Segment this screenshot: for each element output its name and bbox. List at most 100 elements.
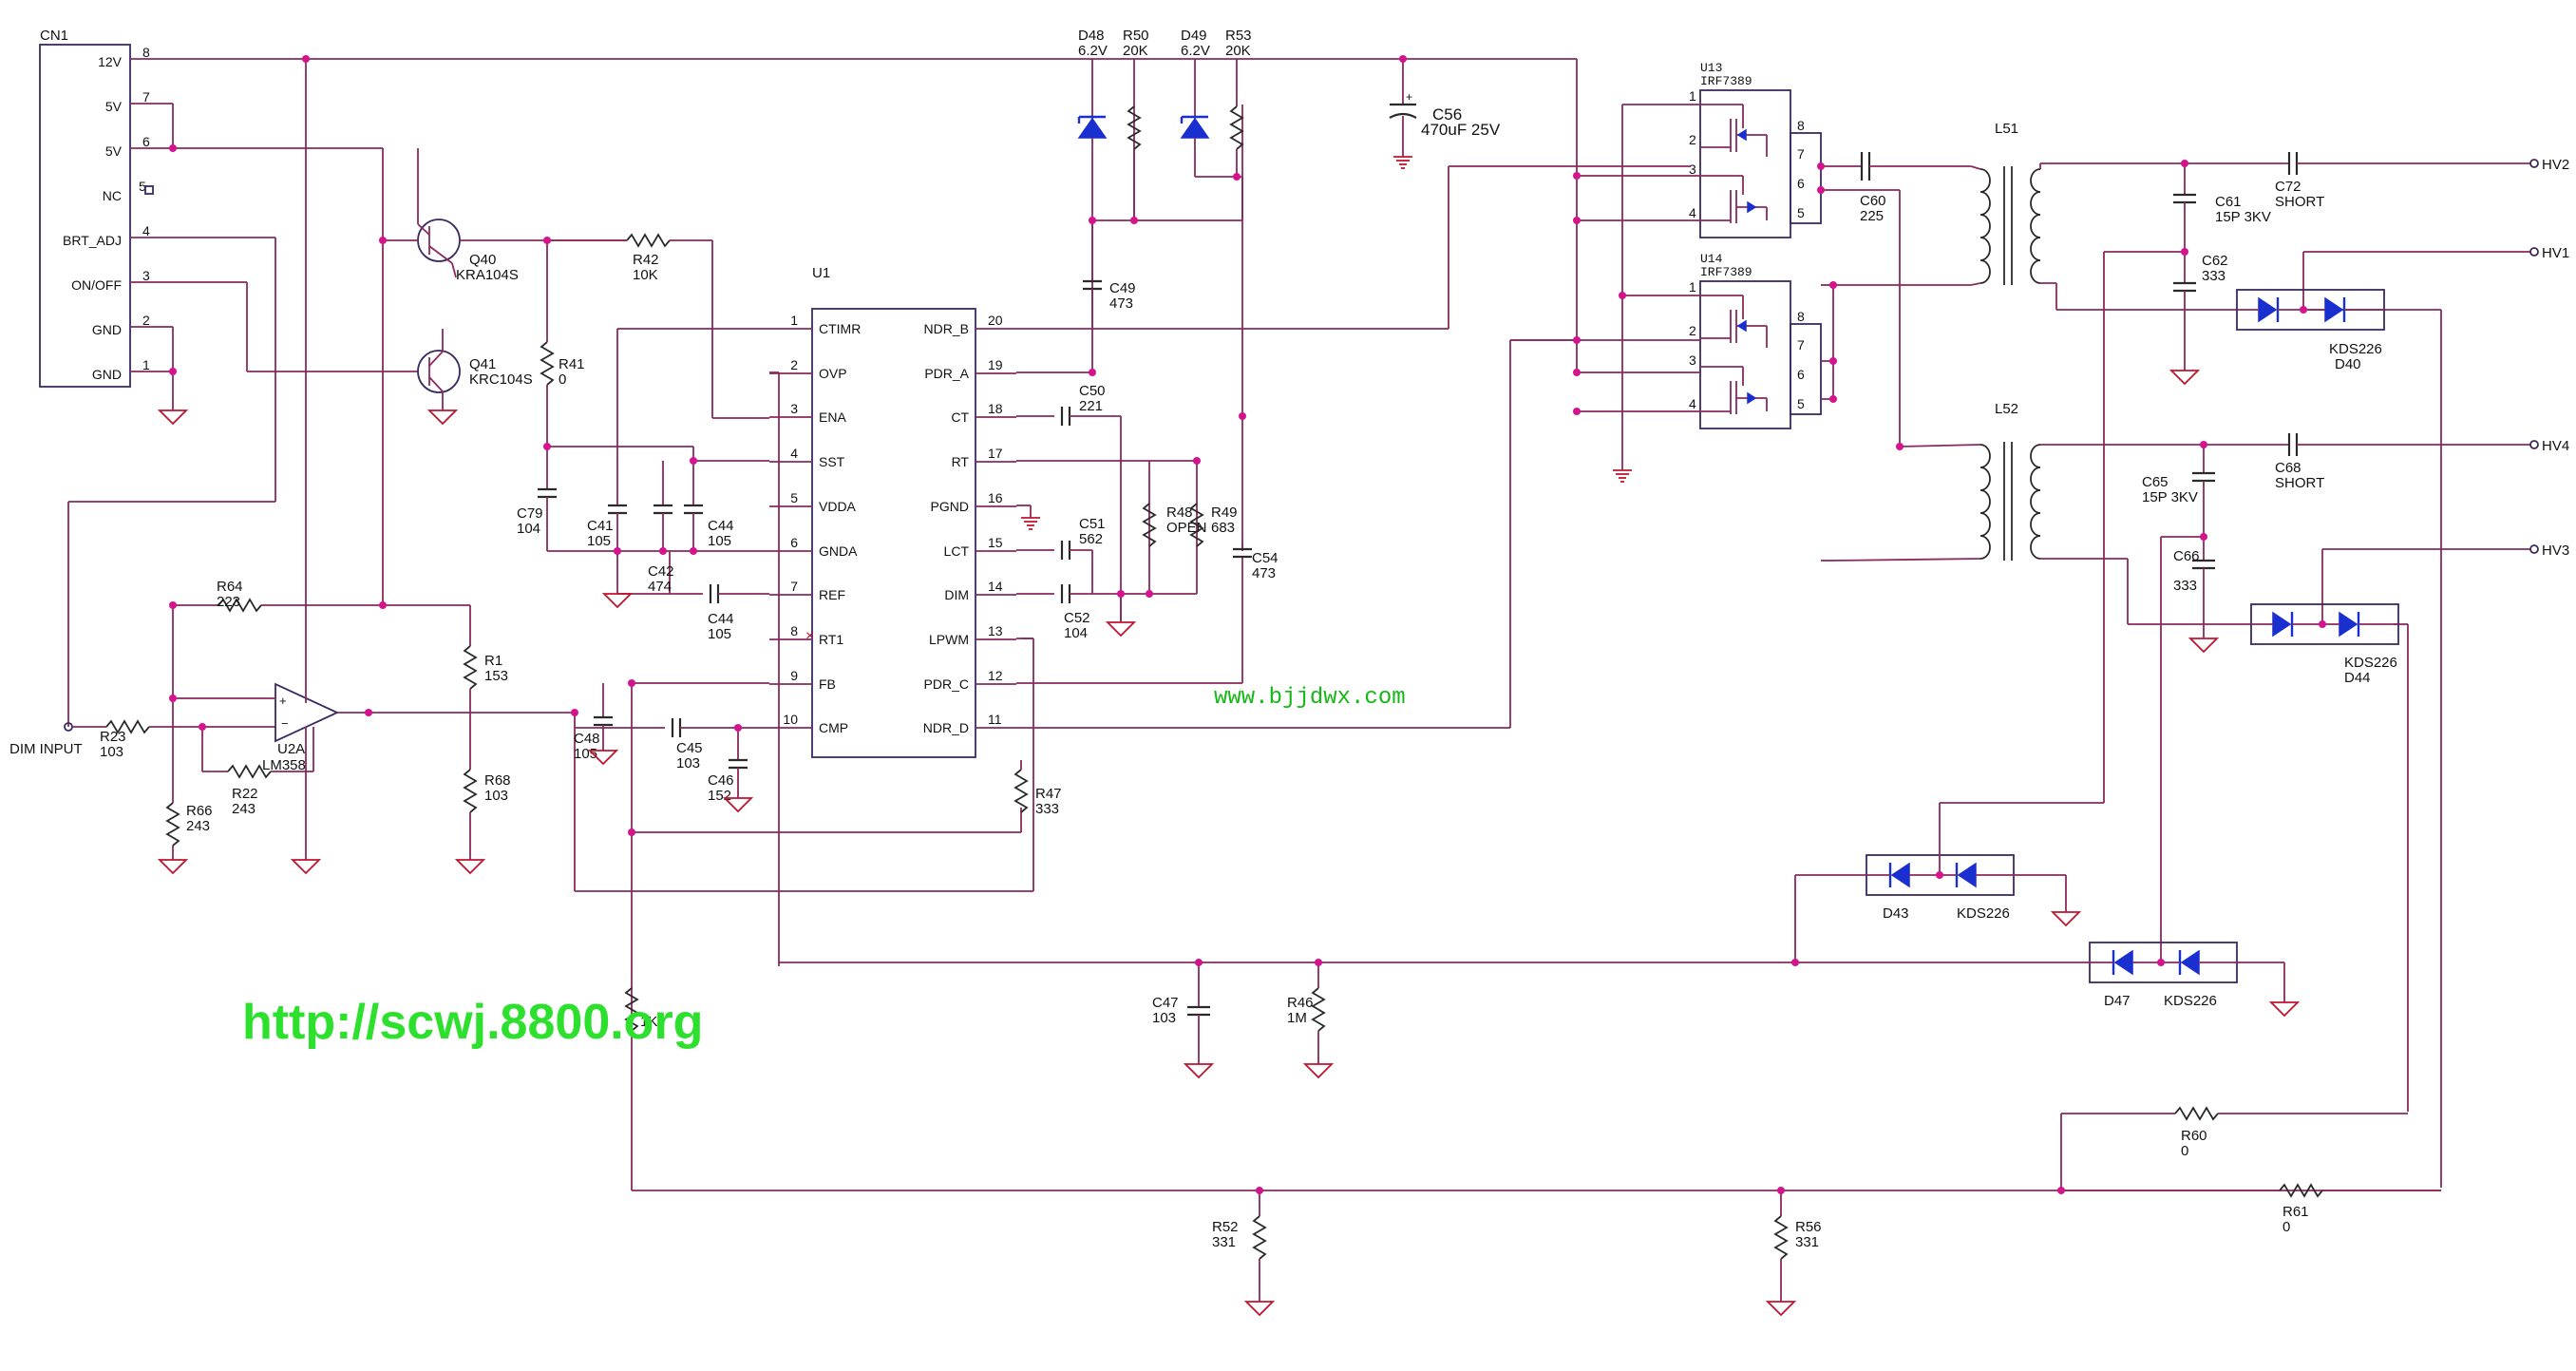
junction-dot: [2200, 441, 2207, 448]
r53-ref: R53: [1225, 28, 1252, 44]
ground-icon: [2188, 638, 2220, 654]
cn1-pin-4-num: 4: [142, 223, 150, 238]
c51-value: 562: [1079, 531, 1103, 547]
junction-dot: [690, 547, 697, 555]
junction-dot: [1573, 172, 1581, 180]
u1-left-pin-num: 7: [790, 579, 798, 594]
ground-icon: [1105, 621, 1137, 638]
junction-dot: [1573, 408, 1581, 415]
junction-dot: [1573, 369, 1581, 376]
d44-part: KDS226: [2344, 655, 2397, 671]
hv1-terminal[interactable]: [2529, 247, 2539, 257]
hv4-terminal[interactable]: [2529, 440, 2539, 449]
u1-right-pin-name: CT: [951, 409, 969, 425]
u13-pin3: 3: [1689, 162, 1696, 177]
junction-dot: [1791, 959, 1799, 966]
r52-ref: R52: [1212, 1219, 1239, 1235]
cn1-pin-6-name: 5V: [105, 143, 123, 159]
u1-right-pin-name: PDR_C: [924, 676, 969, 692]
resistor-r47: R47 333: [1013, 638, 1062, 891]
u1-left-pins: 1CTIMR2OVP3ENA4SST5VDDA6GNDA7REF8RT19FB1…: [769, 313, 861, 735]
u13-pin4: 4: [1689, 205, 1696, 220]
watermark-small: www.bjjdwx.com: [1214, 685, 1406, 711]
capacitor-c49: C49 473: [1083, 220, 1136, 329]
r22-ref: R22: [232, 786, 258, 802]
c52-value: 104: [1064, 625, 1088, 641]
c66-value: 333: [2173, 578, 2197, 594]
u1-left-pin-num: 5: [790, 490, 798, 505]
c56-plus-icon: +: [1406, 90, 1412, 104]
u1-left-pin-name: VDDA: [819, 499, 857, 514]
r66-value: 243: [186, 818, 210, 834]
c52-ref: C52: [1064, 610, 1090, 626]
opamp-plus-icon: +: [279, 694, 287, 708]
c72-value: SHORT: [2275, 194, 2324, 210]
junction-dot: [543, 237, 551, 244]
c79-ref: C79: [517, 505, 543, 522]
junction-dot: [2319, 620, 2326, 628]
u1-left-pin-num: 1: [790, 313, 798, 328]
u1-right-pin-name: DIM: [944, 587, 969, 602]
r23-value: 103: [100, 744, 123, 760]
u1-left-pin-num: 4: [790, 446, 798, 461]
q41-ref: Q41: [469, 356, 496, 372]
r66-ref: R66: [186, 803, 213, 819]
u1-right-pin-num: 20: [988, 313, 1003, 328]
ground-icon: [157, 859, 189, 875]
junction-dot: [628, 679, 635, 687]
junction-dot: [1089, 369, 1096, 376]
u1-left-pin-name: SST: [819, 454, 845, 469]
junction-dot: [1817, 186, 1825, 194]
u13-pin1: 1: [1689, 88, 1696, 104]
u1-left-pin-name: CMP: [819, 720, 848, 735]
u14-pin2: 2: [1689, 323, 1696, 338]
ground-icon: [454, 859, 486, 875]
junction-dot: [1256, 1187, 1263, 1194]
resistor-r53: R53 20K: [1225, 28, 1252, 177]
c54-ref: C54: [1252, 550, 1279, 566]
junction-dot: [2300, 306, 2307, 314]
junction-dot: [659, 547, 667, 555]
feedback-labels: C47 103 R46 1M R60 0 R61 0 R52 331 R56 3…: [1152, 995, 2309, 1250]
ground-icon: [601, 593, 634, 609]
cn1-pin-5-name: NC: [103, 188, 122, 203]
junction-dot: [365, 709, 372, 716]
watermark-large: http://scwj.8800.org: [242, 995, 703, 1050]
u14-pin5: 5: [1797, 396, 1805, 411]
u14-pin7: 7: [1797, 337, 1805, 352]
ground-icon: [587, 750, 619, 766]
r53-value: 20K: [1225, 43, 1251, 59]
nc-marker-icon: [144, 185, 154, 195]
c66-ref: C66: [2173, 548, 2200, 564]
junction-dot: [1619, 292, 1626, 299]
ground-icon: [1302, 1063, 1335, 1079]
junction-dot: [1130, 217, 1138, 224]
r60-ref: R60: [2181, 1128, 2207, 1144]
u1-left-pin-num: 3: [790, 401, 798, 416]
r50-ref: R50: [1123, 28, 1149, 44]
u13-pin5: 5: [1797, 205, 1805, 220]
hv2-terminal[interactable]: [2529, 159, 2539, 168]
c54-value: 473: [1252, 565, 1276, 581]
junction-dot: [2181, 160, 2188, 167]
c65-value: 15P 3KV: [2142, 489, 2198, 505]
junction-dot: [628, 828, 635, 836]
hv3-terminal[interactable]: [2529, 544, 2539, 554]
r22-value: 243: [232, 801, 256, 817]
d43-ref: D43: [1883, 905, 1909, 922]
junction-dot: [1829, 357, 1837, 365]
d40-ref: D40: [2335, 356, 2361, 372]
junction-dot: [2057, 1187, 2065, 1194]
r61-ref: R61: [2282, 1204, 2309, 1220]
c44b-value: 105: [708, 626, 731, 642]
ground-icon: [157, 409, 189, 426]
junction-dot: [169, 601, 177, 609]
zener-d49: D49 6.2V: [1180, 28, 1242, 178]
c49-ref: C49: [1109, 280, 1136, 296]
ground-icon: [290, 859, 322, 875]
junction-dot: [1573, 217, 1581, 224]
d40-part: KDS226: [2329, 341, 2382, 357]
capacitor-c56: + C56 470uF 25V: [1389, 59, 1501, 157]
transformer-wiring: [1832, 152, 2531, 1188]
junction-dot: [379, 237, 387, 244]
